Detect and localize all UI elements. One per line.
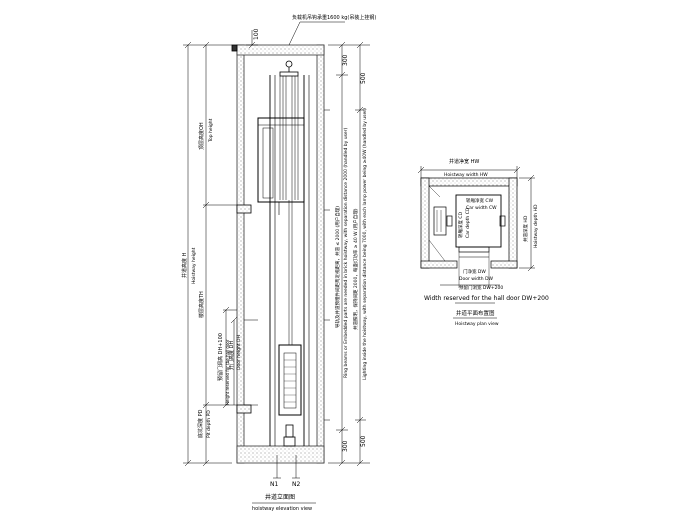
door-height-label: 开门高度 DH [228, 341, 235, 370]
elevation-labels: 负载机吊钩承重1600 kg(吊装上挂钢) 100 300 500 300 50… [181, 14, 376, 512]
top-height-label-en: Top height [208, 118, 214, 143]
pit-floor [236, 445, 325, 464]
elevation-dimensions [183, 21, 370, 504]
plan-wall-bottom-right [490, 260, 518, 269]
hoistway-height-label-en: Hoistway height [191, 247, 197, 284]
plan-caption: 井道平面布置图 [456, 309, 495, 317]
plan-wall-top [420, 177, 518, 187]
landing-slab [236, 404, 252, 414]
hw-label-cn: 井道净宽 HW [449, 158, 479, 165]
elevation-caption: 井道立面图 [265, 493, 295, 501]
dim-100: 100 [253, 28, 260, 40]
right-wall [316, 44, 325, 464]
cw-label-en: Car width CW [466, 205, 497, 211]
dim-300-top: 300 [342, 54, 349, 66]
hoist-hook [285, 60, 293, 68]
hoistway-height-label: 井道高度 H [181, 252, 188, 278]
n2-label: N2 [292, 481, 300, 488]
left-wall [236, 44, 245, 464]
counterweight [278, 344, 302, 416]
n1-label: N1 [270, 481, 278, 488]
lighting-note-en: Lighting inside the hoistway, with separ… [362, 108, 368, 380]
pit-depth-label-en: Pit depth PD [206, 410, 212, 438]
dim-500-top: 500 [360, 72, 367, 84]
dw-label-cn: 门净宽 DW [463, 268, 486, 275]
buffer [285, 424, 294, 438]
plan-wall-right [508, 177, 518, 269]
pit-depth-label: 底坑深度 PD [197, 409, 204, 438]
plan-door [458, 246, 490, 253]
plan-counterweight [433, 206, 447, 236]
floor-height-label: 楼层高度TH [198, 291, 205, 318]
plan-view [417, 166, 535, 319]
lighting-note-cn: 井道照明，保持间距 2000，每盏灯功率 ≥ 40 W (用户自理) [352, 208, 359, 330]
ring-beam-note-cn: 导轨及井道预埋件间距两近视距离，井道 ≤ 2000 (用户自理) [334, 206, 341, 328]
hall-door-label: Width reserved for the hall door DW+200 [424, 295, 549, 302]
dim-500-bottom: 500 [360, 435, 367, 447]
cw-label-cn: 轿厢净宽 CW [466, 197, 494, 204]
door-hole-label-en: Height reserved for the hall door [225, 339, 230, 405]
top-hook-note: 负载机吊钩承重1600 kg(吊装上挂钢) [292, 14, 376, 21]
ring-beam-note-en: Ring beams or Embedded parts are needed … [343, 127, 349, 378]
plan-wall-bottom-left [420, 260, 458, 269]
cd-label-cn: 轿厢深度 CD [457, 211, 464, 238]
door-hole-label: 预留门洞高 DH+100 [217, 333, 224, 381]
hd-label-cn: 井道深度 HD [522, 215, 529, 242]
cd-label-en: Car depth CD [465, 207, 471, 238]
elevation-caption-en: hoistway elevation view [252, 506, 312, 512]
hd-label-en: Hoistway depth HD [533, 204, 539, 248]
plan-wall-left [420, 177, 430, 269]
dw-label-en: Door width DW [459, 276, 494, 282]
top-height-label: 顶层高度OH [198, 122, 205, 150]
top-slab-left [231, 44, 238, 52]
plan-caption-en: Hoistway plan view [455, 321, 499, 327]
landing-slab [236, 204, 252, 214]
dw200-label-cn: 预留门洞宽 DW+200 [459, 284, 503, 291]
elevator-car [257, 117, 305, 203]
door-height-label-en: Door height DH [236, 335, 242, 370]
hw-label-en: Hoistway width HW [444, 172, 488, 178]
elevation-view [231, 44, 330, 464]
plan-labels: 井道净宽 HW Hoistway width HW 轿厢净宽 CW Car wi… [424, 158, 549, 327]
top-slab [236, 44, 325, 56]
dim-300-bottom: 300 [342, 440, 349, 452]
